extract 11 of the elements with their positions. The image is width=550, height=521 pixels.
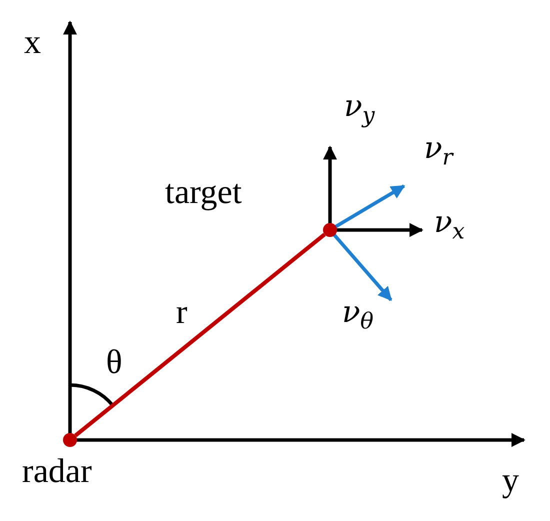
edge-label: r [176, 296, 188, 330]
axis-label: x [24, 26, 41, 60]
velocity-label: ν$_{y}$ [344, 92, 375, 128]
point-label: radar [22, 455, 92, 489]
point-label: target [165, 176, 242, 210]
connector-line [74, 232, 326, 438]
velocity-label: ν$_{x}$ [434, 208, 465, 244]
angle-label: θ [106, 346, 122, 380]
velocity-label: ν$_{r}$ [424, 134, 453, 170]
velocity-label: ν$_{θ}$ [342, 298, 374, 334]
axis-label: y [502, 464, 519, 498]
